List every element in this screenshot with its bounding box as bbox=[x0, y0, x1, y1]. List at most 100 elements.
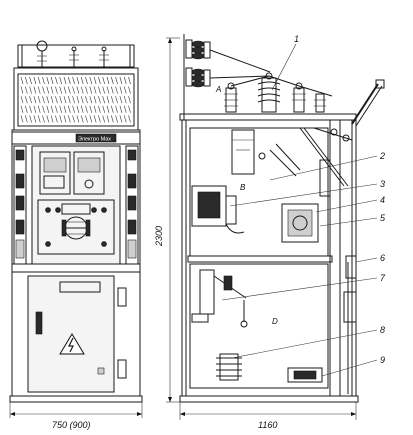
louvre-slat bbox=[25, 86, 28, 94]
louvre-slat bbox=[50, 76, 54, 85]
louvre-slat bbox=[72, 115, 75, 123]
louvre-slat bbox=[93, 96, 97, 104]
louvre-slat bbox=[98, 105, 101, 113]
louvre-slat bbox=[76, 105, 80, 113]
louvre-slat bbox=[46, 86, 50, 94]
roof-insulator-3 bbox=[292, 82, 306, 113]
louvre-slat bbox=[115, 105, 118, 113]
disconnector-blade bbox=[351, 79, 385, 127]
louvre-slat bbox=[37, 105, 41, 113]
surge-arrester bbox=[216, 353, 242, 381]
roof-conductor-1 bbox=[230, 75, 270, 87]
louvre-slat bbox=[106, 115, 110, 123]
louvre-slat bbox=[119, 76, 123, 85]
front-busbar-compartment bbox=[13, 67, 139, 131]
louvre-slat bbox=[37, 96, 41, 104]
louvre-slat bbox=[111, 115, 114, 123]
louvre-slat bbox=[42, 115, 45, 123]
compartment-label-b: B bbox=[240, 183, 246, 192]
louvre-slat bbox=[106, 105, 110, 113]
compartment-label-d: D bbox=[272, 317, 278, 326]
earthing-switch-upper bbox=[258, 143, 301, 177]
louvre-slat bbox=[29, 105, 32, 113]
louvre-slat bbox=[42, 96, 45, 104]
louvre-slat bbox=[123, 96, 127, 104]
louvre-slat bbox=[102, 86, 105, 94]
callout-2: 2 bbox=[379, 151, 385, 161]
louvre-slat bbox=[33, 115, 37, 123]
louvre-slat bbox=[63, 76, 67, 85]
louvre-slat bbox=[42, 86, 45, 94]
compartment-label-a: A bbox=[215, 85, 221, 94]
louvre-slat bbox=[25, 105, 28, 113]
cable-earthing-switch bbox=[191, 269, 248, 328]
louvre-slat bbox=[85, 96, 88, 104]
depth-label: 1160 bbox=[258, 420, 277, 430]
width-dimension bbox=[9, 402, 143, 418]
louvre-slat bbox=[115, 115, 118, 123]
louvre-slat bbox=[59, 76, 62, 85]
louvre-slat bbox=[115, 86, 118, 94]
louvre-slat bbox=[102, 105, 105, 113]
top-bushing-lower bbox=[185, 67, 211, 88]
compartment-d bbox=[189, 263, 329, 389]
louvre-slat bbox=[123, 76, 127, 85]
louvre-slat bbox=[72, 105, 75, 113]
louvre-slat bbox=[33, 105, 37, 113]
front-base bbox=[9, 395, 143, 403]
louvre-slat bbox=[123, 105, 127, 113]
louvre-slat bbox=[55, 115, 58, 123]
horizontal-partition bbox=[187, 255, 333, 263]
louvre-slat bbox=[93, 86, 97, 94]
left-rail-devices bbox=[15, 149, 25, 259]
relay-display-left bbox=[39, 151, 71, 195]
louvre-slat bbox=[68, 115, 71, 123]
callout-1: 1 bbox=[294, 34, 299, 44]
louvre-slat bbox=[115, 96, 118, 104]
louvre-slat bbox=[76, 76, 80, 85]
height-label: 2300 bbox=[154, 226, 164, 247]
louvre-slat bbox=[93, 76, 97, 85]
louvre-slat bbox=[93, 115, 97, 123]
louvre-slat bbox=[50, 115, 54, 123]
width-label: 750 (900) bbox=[52, 420, 91, 430]
louvre-slat bbox=[68, 105, 71, 113]
louvre-slat bbox=[102, 115, 105, 123]
louvre-slat bbox=[98, 115, 101, 123]
roof-conductor-2 bbox=[268, 75, 300, 87]
warning-sign bbox=[59, 333, 85, 355]
callout-7: 7 bbox=[380, 273, 386, 283]
relay-knob bbox=[84, 179, 94, 189]
side-base bbox=[179, 395, 359, 403]
louvre-slat bbox=[46, 76, 50, 85]
louvre-slat bbox=[106, 86, 110, 94]
louvre-slat bbox=[72, 96, 75, 104]
front-divider bbox=[11, 263, 141, 273]
louvre-slat bbox=[80, 115, 84, 123]
louvre-slat bbox=[102, 96, 105, 104]
callout-5: 5 bbox=[380, 213, 386, 223]
louvre-slat bbox=[37, 86, 41, 94]
louvre-slat bbox=[80, 96, 84, 104]
louvre-slat bbox=[89, 115, 93, 123]
mimic-panel bbox=[37, 199, 115, 255]
louvre-slat bbox=[80, 76, 84, 85]
louvre-slat bbox=[119, 105, 123, 113]
louvre-slat bbox=[111, 105, 114, 113]
louvre-slat bbox=[119, 86, 123, 94]
louvre-slat bbox=[37, 115, 41, 123]
cable-terminal bbox=[287, 367, 323, 383]
louvre-slat bbox=[80, 105, 84, 113]
busbar-link-2 bbox=[209, 75, 271, 79]
busbar-link-1 bbox=[209, 49, 271, 73]
mimic-buttons bbox=[45, 203, 107, 247]
louvre-slat bbox=[111, 96, 114, 104]
louvre-slat bbox=[111, 86, 114, 94]
louvre-slat bbox=[68, 96, 71, 104]
louvre-slat bbox=[29, 115, 32, 123]
front-view: Электро Maх bbox=[9, 40, 143, 430]
front-top-frame bbox=[17, 44, 135, 68]
louvre-slat bbox=[20, 96, 24, 104]
louvre-slat bbox=[29, 76, 32, 85]
louvre-slat bbox=[89, 86, 93, 94]
